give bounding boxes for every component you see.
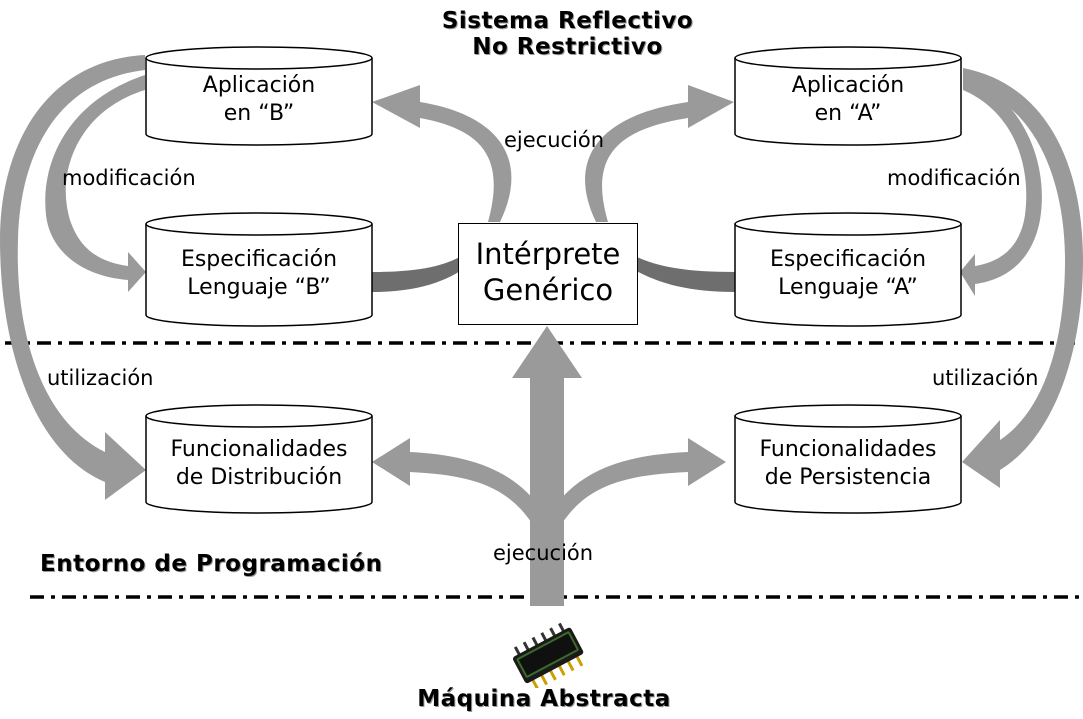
app-a-line-2: en “A” [814, 101, 882, 126]
label-utilizacion-left: utilización [47, 366, 154, 390]
connector-spec-a [622, 250, 736, 292]
box-spec-b: Especificación Lenguaje “B” [145, 212, 373, 327]
arrow-execution-main [512, 326, 582, 606]
title-line-1: Sistema Reflectivo [441, 8, 694, 34]
label-utilizacion-right: utilización [932, 366, 1039, 390]
label-entorno-programacion: Entorno de Programación [40, 551, 383, 577]
spec-a-line-2: Lenguaje “A” [778, 275, 918, 300]
app-b-line-2: en “B” [223, 101, 295, 126]
connector-spec-b [372, 250, 472, 292]
arrow-interp-to-app-a [585, 85, 734, 222]
label-modificacion-right: modificación [887, 166, 1021, 190]
func-pers-line-1: Funcionalidades [759, 437, 937, 462]
microchip-icon [512, 622, 584, 688]
spec-a-line-1: Especificación [769, 247, 927, 272]
interp-line-2: Genérico [482, 273, 614, 307]
box-func-persistencia: Funcionalidades de Persistencia [734, 404, 962, 514]
app-b-line-1: Aplicación [202, 73, 316, 98]
cylinder-shape [145, 212, 373, 327]
cylinder-shape [734, 404, 962, 514]
box-func-distribucion: Funcionalidades de Distribución [145, 404, 373, 514]
spec-b-line-2: Lenguaje “B” [187, 275, 331, 300]
interp-line-1: Intérprete [475, 237, 621, 271]
arrow-to-persistencia [546, 438, 726, 530]
label-ejecucion-bottom: ejecución [493, 541, 594, 565]
box-app-a: Aplicación en “A” [734, 46, 962, 146]
box-app-b: Aplicación en “B” [145, 46, 373, 146]
label-modificacion-left: modificación [62, 166, 196, 190]
label-maquina-abstracta: Máquina Abstracta [417, 686, 671, 712]
title-line-2: No Restrictivo [472, 34, 663, 60]
cylinder-shape [145, 404, 373, 514]
spec-b-line-1: Especificación [180, 247, 338, 272]
app-a-line-1: Aplicación [791, 73, 905, 98]
arrow-modificacion-left [45, 75, 146, 292]
arrow-modificacion-right [960, 75, 1042, 296]
arrow-interp-to-app-b [372, 85, 512, 222]
func-pers-line-2: de Persistencia [764, 465, 932, 490]
cylinder-shape [734, 212, 962, 327]
arrow-utilizacion-left [0, 55, 146, 500]
cylinder-shape [734, 46, 962, 146]
box-spec-a: Especificación Lenguaje “A” [734, 212, 962, 327]
label-ejecucion-top: ejecución [504, 128, 605, 152]
cylinder-shape [145, 46, 373, 146]
func-dist-line-2: de Distribución [175, 465, 343, 490]
func-dist-line-1: Funcionalidades [170, 437, 348, 462]
box-interprete-generico: Intérprete Genérico [458, 223, 638, 325]
arrow-utilizacion-right [962, 68, 1083, 488]
title-sistema-reflectivo: Sistema Reflectivo No Restrictivo [395, 8, 740, 60]
arrow-to-distribucion [372, 438, 548, 530]
